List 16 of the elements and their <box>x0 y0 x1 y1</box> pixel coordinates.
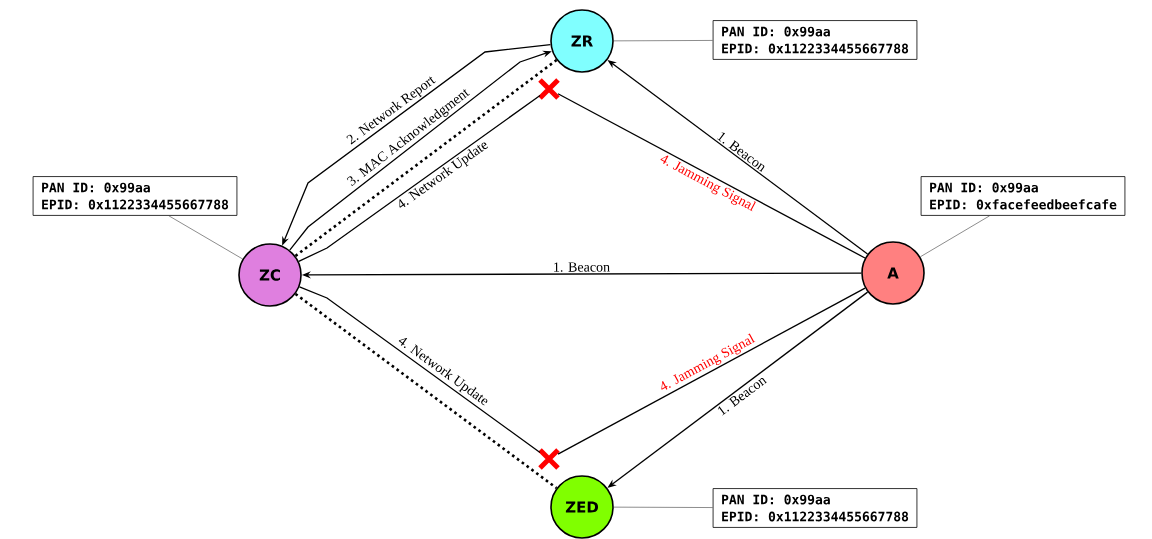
dotted-line <box>294 292 558 490</box>
leader-line <box>613 40 713 42</box>
leader-line <box>168 215 243 260</box>
info-box: PAN ID: 0x99aa EPID: 0x1122334455667788 <box>712 488 918 528</box>
connector-line <box>557 93 866 259</box>
cross-mark <box>537 77 561 101</box>
connector-line <box>298 286 541 454</box>
info-box: PAN ID: 0x99aa EPID: 0x1122334455667788 <box>712 20 918 60</box>
cross-mark <box>537 447 561 471</box>
info-box: PAN ID: 0x99aa EPID: 0x1122334455667788 <box>32 176 238 216</box>
connector-line <box>298 94 541 263</box>
leader-line <box>920 215 990 258</box>
connector-line <box>557 287 866 455</box>
leader-line <box>613 506 713 508</box>
info-box: PAN ID: 0x99aa EPID: 0xfacefeedbeefcafe <box>920 176 1126 216</box>
edge-label: 1. Beacon <box>554 262 610 272</box>
